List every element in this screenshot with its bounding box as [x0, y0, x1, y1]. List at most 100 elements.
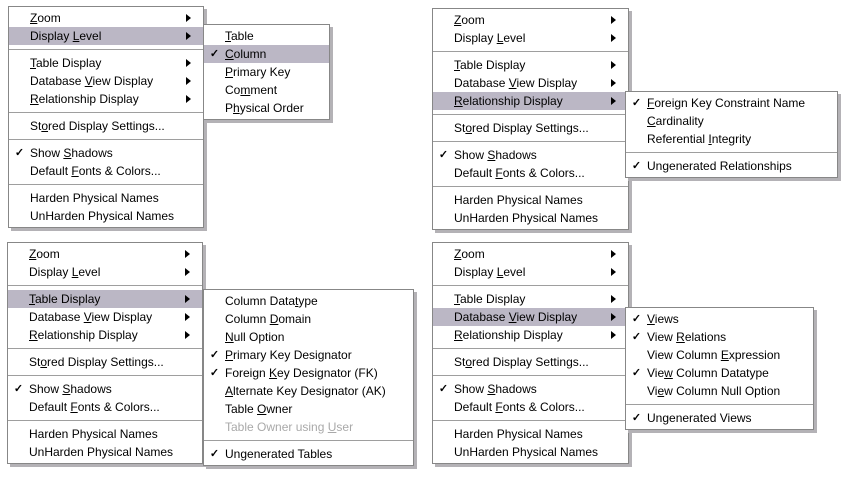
menu-item[interactable]: Database View Display — [9, 72, 203, 90]
menu-item[interactable]: Physical Order — [204, 99, 329, 117]
menu-item-label: UnHarden Physical Names — [454, 445, 599, 459]
menu-item[interactable]: View Column Null Option — [626, 382, 813, 400]
menu-item-label: Harden Physical Names — [29, 427, 158, 441]
menu-item[interactable]: Default Fonts & Colors... — [9, 162, 203, 180]
menu-item[interactable]: ✓ Show Shadows — [433, 380, 628, 398]
menu-item[interactable]: Table Display — [433, 290, 628, 308]
menu-item[interactable]: Comment — [204, 81, 329, 99]
menu-item[interactable]: Default Fonts & Colors... — [433, 164, 628, 182]
menu-item[interactable]: Referential Integrity — [626, 130, 837, 148]
menu-item[interactable]: Display Level — [433, 29, 628, 47]
menu-item[interactable]: Relationship Display — [433, 92, 628, 110]
menu-item[interactable]: Relationship Display — [433, 326, 628, 344]
menu-item-label: Primary Key — [225, 65, 291, 79]
menu-item-label: Table — [225, 29, 254, 43]
menu-item-label: Table Display — [454, 58, 526, 72]
menu-item[interactable]: Table Owner using User — [204, 418, 413, 436]
menu-item-label: Primary Key Designator — [225, 348, 352, 362]
menu-item[interactable]: Harden Physical Names — [433, 191, 628, 209]
submenu-display-level: Table ✓ Column Primary Key Comment Physi… — [203, 24, 330, 120]
submenu-arrow-icon — [184, 268, 202, 276]
menu-item[interactable]: UnHarden Physical Names — [433, 209, 628, 227]
menu-item-label: UnHarden Physical Names — [29, 445, 174, 459]
menu-item[interactable]: Zoom — [8, 245, 202, 263]
menu-separator — [626, 404, 813, 405]
menu-item-label: Relationship Display — [454, 94, 563, 108]
menu-item[interactable]: Display Level — [8, 263, 202, 281]
menu-item[interactable]: Harden Physical Names — [433, 425, 628, 443]
checkmark-icon: ✓ — [209, 349, 220, 361]
menu-item[interactable]: Default Fonts & Colors... — [8, 398, 202, 416]
menu-item[interactable]: Zoom — [433, 245, 628, 263]
menu-item-label: Table Owner — [225, 402, 293, 416]
submenu-arrow-icon — [185, 95, 203, 103]
menu-item-label: Relationship Display — [30, 92, 139, 106]
menu-item[interactable]: ✓ Primary Key Designator — [204, 346, 413, 364]
menu-separator — [433, 285, 628, 286]
submenu-arrow-icon — [185, 77, 203, 85]
menu-item[interactable]: View Column Expression — [626, 346, 813, 364]
menu-item[interactable]: Default Fonts & Colors... — [433, 398, 628, 416]
menu-item[interactable]: Table Display — [9, 54, 203, 72]
menu-item[interactable]: Stored Display Settings... — [433, 353, 628, 371]
submenu-arrow-icon — [610, 268, 628, 276]
menu-item[interactable]: Column Domain — [204, 310, 413, 328]
menu-item[interactable]: ✓ View Column Datatype — [626, 364, 813, 382]
menu-item-label: Ungenerated Relationships — [647, 159, 792, 173]
menu-item[interactable]: Database View Display — [433, 308, 628, 326]
menu-item[interactable]: Zoom — [9, 9, 203, 27]
menu-item[interactable]: ✓ Ungenerated Tables — [204, 445, 413, 463]
menu-separator — [9, 139, 203, 140]
menu-item[interactable]: ✓ Ungenerated Views — [626, 409, 813, 427]
menu-separator — [433, 420, 628, 421]
menu-item[interactable]: UnHarden Physical Names — [8, 443, 202, 461]
menu-item[interactable]: Zoom — [433, 11, 628, 29]
menu-item[interactable]: Harden Physical Names — [9, 189, 203, 207]
menu-item[interactable]: Primary Key — [204, 63, 329, 81]
menu-item-label: Foreign Key Constraint Name — [647, 96, 806, 110]
menu-item[interactable]: ✓ View Relations — [626, 328, 813, 346]
menu-item-label: Stored Display Settings... — [30, 119, 165, 133]
menu-item[interactable]: Database View Display — [8, 308, 202, 326]
menu-item[interactable]: Database View Display — [433, 74, 628, 92]
menu-item-label: Display Level — [29, 265, 101, 279]
menu-item-label: Default Fonts & Colors... — [454, 166, 585, 180]
menu-item[interactable]: Stored Display Settings... — [9, 117, 203, 135]
menu-item[interactable]: Table Display — [8, 290, 202, 308]
menu-item[interactable]: Column Datatype — [204, 292, 413, 310]
menu-item-label: Display Level — [454, 265, 526, 279]
menu-item-label: Zoom — [454, 247, 485, 261]
menu-item[interactable]: ✓ Show Shadows — [9, 144, 203, 162]
menu-item[interactable]: Table — [204, 27, 329, 45]
menu-item[interactable]: Cardinality — [626, 112, 837, 130]
menu-item[interactable]: ✓ Show Shadows — [8, 380, 202, 398]
menu-item[interactable]: Relationship Display — [8, 326, 202, 344]
checkmark-icon: ✓ — [209, 367, 220, 379]
checkmark-icon: ✓ — [631, 331, 642, 343]
menu-item[interactable]: Relationship Display — [9, 90, 203, 108]
menu-item[interactable]: UnHarden Physical Names — [9, 207, 203, 225]
checkmark-icon: ✓ — [631, 367, 642, 379]
submenu-arrow-icon — [185, 14, 203, 22]
menu-item-label: Relationship Display — [29, 328, 138, 342]
menu-item[interactable]: Display Level — [9, 27, 203, 45]
menu-item[interactable]: Table Display — [433, 56, 628, 74]
menu-item[interactable]: Harden Physical Names — [8, 425, 202, 443]
checkmark-icon: ✓ — [631, 160, 642, 172]
menu-item[interactable]: ✓ Column — [204, 45, 329, 63]
menu-item[interactable]: ✓ Foreign Key Constraint Name — [626, 94, 837, 112]
menu-item[interactable]: UnHarden Physical Names — [433, 443, 628, 461]
menu-item[interactable]: ✓ Views — [626, 310, 813, 328]
menu-item[interactable]: Alternate Key Designator (AK) — [204, 382, 413, 400]
menu-item-label: Foreign Key Designator (FK) — [225, 366, 378, 380]
menu-item[interactable]: Null Option — [204, 328, 413, 346]
menu-item[interactable]: Stored Display Settings... — [8, 353, 202, 371]
checkmark-icon: ✓ — [631, 313, 642, 325]
menu-item[interactable]: ✓ Foreign Key Designator (FK) — [204, 364, 413, 382]
menu-item[interactable]: Stored Display Settings... — [433, 119, 628, 137]
menu-item[interactable]: ✓ Ungenerated Relationships — [626, 157, 837, 175]
submenu-arrow-icon — [610, 16, 628, 24]
menu-item[interactable]: Display Level — [433, 263, 628, 281]
menu-item[interactable]: ✓ Show Shadows — [433, 146, 628, 164]
menu-item[interactable]: Table Owner — [204, 400, 413, 418]
